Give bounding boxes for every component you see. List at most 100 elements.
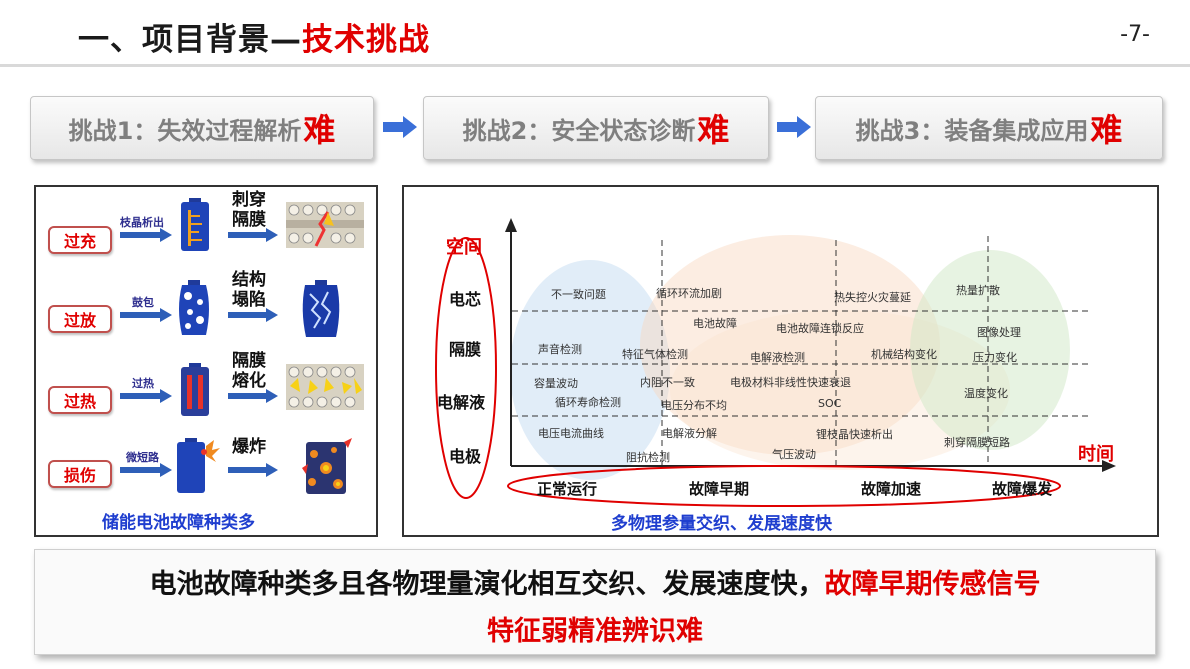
battery-dendrite-icon — [181, 198, 209, 251]
cause-label: 枝晶析出 — [120, 216, 164, 229]
outbreak-zone-blob — [910, 250, 1070, 450]
conclusion-line-2: 特征弱精准辨识难 — [487, 616, 703, 647]
diagram-label: SOC — [818, 397, 842, 410]
grid-lines — [512, 236, 1088, 466]
challenge-3-box: 挑战3：装备集成应用难 — [815, 96, 1163, 160]
explosion-icon — [302, 438, 352, 494]
stage-early: 故障早期 — [689, 480, 750, 498]
diagram-label: 电池故障 — [693, 317, 737, 330]
diagram-label: 电压分布不均 — [661, 399, 727, 412]
x-axis-title: 时间 — [1078, 444, 1114, 465]
separator-melt-icon — [286, 364, 364, 410]
arrow-right-icon — [120, 228, 172, 242]
result-line: 结构 — [232, 270, 266, 290]
challenge-3-hard: 难 — [1090, 111, 1123, 149]
diagram-label: 温度变化 — [964, 387, 1008, 400]
challenge-3-label: 挑战3：装备集成应用 — [855, 116, 1089, 145]
battery-bulge-icon — [179, 280, 209, 335]
diagram-label: 容量波动 — [534, 377, 578, 390]
collapsed-battery-icon — [302, 280, 340, 337]
failure-type-overcharge: 过充 — [48, 226, 112, 254]
arrow-right-icon — [120, 308, 172, 322]
stage-outbreak: 故障爆发 — [992, 480, 1053, 498]
cause-label: 微短路 — [126, 451, 159, 464]
arrow-right-icon — [228, 463, 278, 477]
arrow-right-icon — [228, 228, 278, 242]
result-label: 结构塌陷 — [232, 270, 266, 310]
x-axis-arrowhead — [1102, 460, 1116, 472]
diagram-label: 电极材料非线性快速衰退 — [730, 376, 851, 389]
conclusion-text: 电池故障种类多且各物理量演化相互交织、发展速度快， — [149, 569, 825, 600]
result-line: 熔化 — [232, 371, 266, 391]
failure-panel-caption: 储能电池故障种类多 — [102, 513, 255, 533]
y-level-electrode: 电极 — [449, 447, 482, 466]
y-level-separator: 隔膜 — [449, 340, 482, 359]
diagram-label: 气压波动 — [772, 448, 816, 461]
diagram-label: 图像处理 — [977, 326, 1021, 339]
conclusion-line-1: 电池故障种类多且各物理量演化相互交织、发展速度快，故障早期传感信号 — [35, 562, 1155, 601]
multiphysics-caption: 多物理参量交织、发展速度快 — [611, 514, 832, 534]
diagram-label: 热失控火灾蔓延 — [834, 291, 911, 304]
diagram-label: 阻抗检测 — [626, 451, 670, 464]
challenge-2-hard: 难 — [697, 111, 730, 149]
cause-label: 过热 — [132, 377, 154, 390]
diagram-label: 电池故障连锁反应 — [776, 322, 864, 335]
result-line: 刺穿 — [232, 190, 266, 210]
challenge-1-hard: 难 — [303, 111, 336, 149]
diagram-label: 不一致问题 — [551, 288, 606, 301]
battery-heat-icon — [181, 363, 209, 416]
y-axis-title: 空间 — [446, 237, 482, 258]
y-level-cell: 电芯 — [449, 290, 482, 309]
failure-type-overdischarge: 过放 — [48, 305, 112, 333]
header-divider — [0, 64, 1190, 67]
result-line: 隔膜 — [232, 351, 266, 371]
result-label: 爆炸 — [232, 437, 266, 457]
cause-label: 鼓包 — [132, 296, 154, 309]
diagram-label: 循环环流加剧 — [656, 287, 722, 300]
title-main: 一、项目背景— — [78, 22, 302, 58]
result-label: 隔膜熔化 — [232, 351, 266, 391]
separator-pierce-icon — [286, 202, 364, 248]
diagram-label: 特征气体检测 — [622, 348, 688, 361]
result-label: 刺穿隔膜 — [232, 190, 266, 230]
diagram-label: 声音检测 — [538, 343, 582, 356]
result-line: 塌陷 — [232, 290, 266, 310]
diagram-label: 机械结构变化 — [871, 348, 937, 361]
stage-normal: 正常运行 — [537, 480, 598, 498]
challenge-1-box: 挑战1：失效过程解析难 — [30, 96, 374, 160]
stage-accelerate: 故障加速 — [861, 480, 922, 498]
arrow-right-icon — [120, 463, 172, 477]
arrow-right-icon — [120, 389, 172, 403]
arrow-right-icon — [228, 308, 278, 322]
diagram-label: 刺穿隔膜短路 — [944, 436, 1010, 449]
conclusion-box: 电池故障种类多且各物理量演化相互交织、发展速度快，故障早期传感信号 特征弱精准辨… — [34, 549, 1156, 655]
y-axis-arrowhead — [505, 218, 517, 232]
stages-highlight — [507, 465, 1061, 507]
result-line: 隔膜 — [232, 210, 266, 230]
title-accent: 技术挑战 — [302, 22, 430, 58]
diagram-label: 循环寿命检测 — [555, 396, 621, 409]
diagram-label: 电压电流曲线 — [538, 427, 604, 440]
challenge-1-label: 挑战1：失效过程解析 — [68, 116, 302, 145]
arrow-right-icon — [228, 389, 278, 403]
challenge-2-box: 挑战2：安全状态诊断难 — [423, 96, 769, 160]
diagram-label: 锂枝晶快速析出 — [816, 428, 893, 441]
battery-short-icon — [177, 438, 220, 493]
diagram-label: 电解液检测 — [750, 351, 805, 364]
failure-type-overheat: 过热 — [48, 386, 112, 414]
page-title: 一、项目背景—技术挑战 — [78, 14, 430, 59]
arrow-right-icon — [383, 116, 417, 138]
challenge-2-label: 挑战2：安全状态诊断 — [462, 116, 696, 145]
early-zone-blob — [640, 235, 940, 455]
failure-type-damage: 损伤 — [48, 460, 112, 488]
arrow-right-icon — [777, 116, 811, 138]
multiphysics-diagram — [435, 218, 1116, 507]
conclusion-highlight: 故障早期传感信号 — [824, 569, 1041, 600]
diagram-label: 压力变化 — [973, 351, 1017, 364]
diagram-label: 热量扩散 — [956, 284, 1000, 297]
normal-zone-blob — [510, 260, 670, 480]
diagram-label: 电解液分解 — [662, 427, 717, 440]
page-number: -7- — [1120, 22, 1150, 47]
y-level-electrolyte: 电解液 — [437, 393, 486, 412]
y-levels-highlight — [435, 237, 497, 499]
